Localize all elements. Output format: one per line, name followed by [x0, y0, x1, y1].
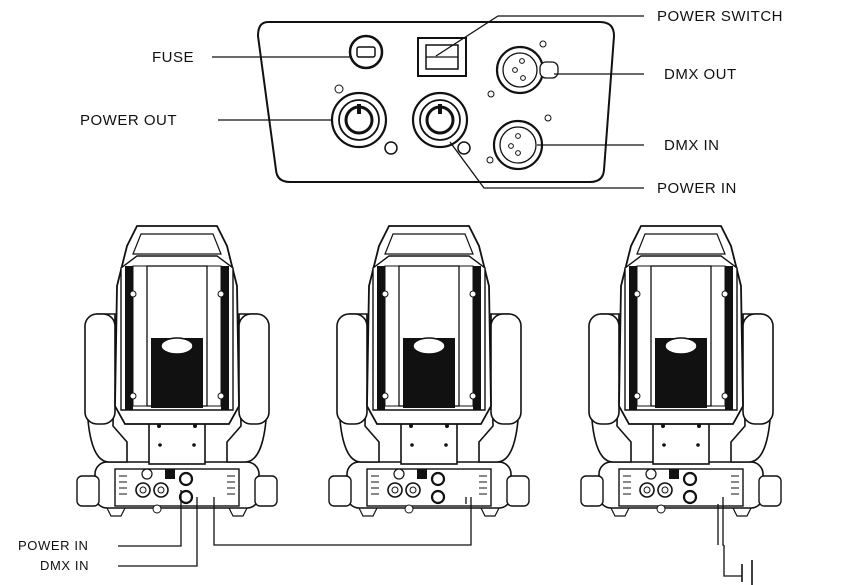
power-switch-label: POWER SWITCH: [657, 8, 783, 25]
fuse-label: FUSE: [152, 49, 195, 66]
power-out-connector: [330, 84, 398, 155]
dmx-out-connector: [487, 40, 559, 98]
power-out-label: POWER OUT: [80, 112, 177, 129]
dmx-terminator-icon: [741, 560, 753, 585]
chain-dmx-in-label: DMX IN: [40, 558, 90, 573]
chain-power-in-label: POWER IN: [18, 538, 89, 553]
dmx-in-connector: [486, 114, 552, 171]
power-switch: [417, 37, 467, 77]
panel-leader-lines: [212, 15, 644, 189]
dmx-in-label: DMX IN: [664, 137, 720, 154]
fixture-2: [327, 224, 531, 518]
power-in-connector: [411, 91, 471, 155]
fuse-holder: [348, 34, 384, 70]
fixture-1: [75, 224, 279, 518]
fixture-3: [579, 224, 783, 518]
chain-wiring: [118, 490, 742, 577]
power-in-label: POWER IN: [657, 180, 737, 197]
dmx-out-label: DMX OUT: [664, 66, 737, 83]
